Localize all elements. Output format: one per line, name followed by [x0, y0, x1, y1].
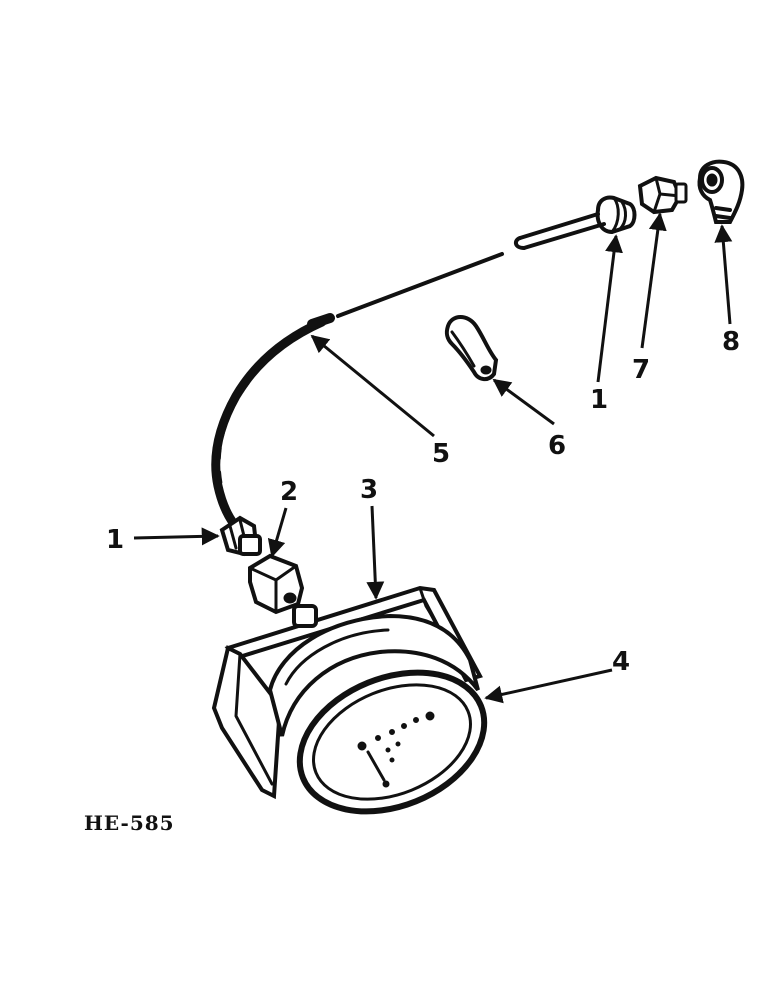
- figure-code: HE-585: [84, 811, 175, 835]
- upper-fitting-part-1: [595, 195, 637, 235]
- hex-nut-part-2: [248, 553, 305, 615]
- adapter-nut-part-7: [637, 175, 688, 215]
- callout-5: 5: [432, 439, 450, 469]
- gauge-tube-part-5: [211, 212, 606, 529]
- leader-8: [714, 224, 733, 325]
- callout-4: 4: [612, 647, 630, 677]
- callout-7: 7: [632, 355, 650, 385]
- elbow-fitting-part-8: [697, 159, 745, 224]
- lower-fitting-part-1: [219, 515, 262, 557]
- leader-3: [366, 505, 385, 600]
- callout-8: 8: [722, 327, 740, 357]
- gauge-dial: [357, 711, 435, 788]
- callout-1-upper: 1: [590, 385, 608, 415]
- callout-6: 6: [548, 431, 566, 461]
- leader-1-upper: [596, 234, 623, 383]
- leader-7: [640, 212, 667, 349]
- leader-6: [492, 378, 555, 426]
- clip-part-6: [444, 315, 499, 381]
- pressure-gauge-part-4: [267, 604, 488, 815]
- callout-2: 2: [280, 477, 298, 507]
- leader-lines: [133, 212, 733, 704]
- leader-1-lower: [133, 527, 220, 546]
- leader-2: [267, 507, 288, 558]
- leader-5: [310, 334, 435, 438]
- callout-3: 3: [360, 475, 378, 505]
- callout-1-lower: 1: [106, 525, 124, 555]
- leader-4: [484, 668, 613, 704]
